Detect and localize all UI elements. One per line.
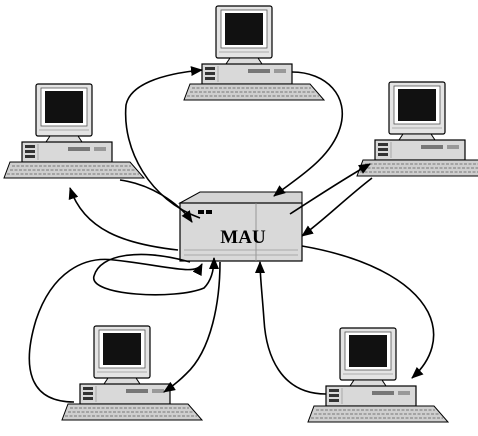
link-mau-to-bottom-right	[301, 245, 435, 379]
link-top-to-mau	[273, 71, 344, 197]
computer-bottom-left	[61, 325, 203, 421]
link-mau-to-top-left	[68, 187, 179, 251]
computer-top-left	[3, 83, 145, 179]
link-mau-to-bottom-left	[163, 261, 221, 393]
computer-top-right	[356, 81, 478, 177]
link-top-right-to-mau	[301, 177, 373, 237]
link-bottom-left-to-mau	[28, 258, 203, 403]
ring-connections	[28, 66, 435, 403]
mau-hub: MAU	[178, 191, 303, 262]
computer-bottom-right	[307, 327, 449, 423]
link-mau-loop-left	[93, 253, 219, 296]
computer-top	[183, 5, 325, 101]
link-mau-to-top-right	[289, 163, 371, 215]
link-top-left-to-mau	[119, 179, 193, 223]
mau-label: MAU	[220, 227, 266, 248]
link-bottom-right-to-mau	[255, 261, 327, 395]
